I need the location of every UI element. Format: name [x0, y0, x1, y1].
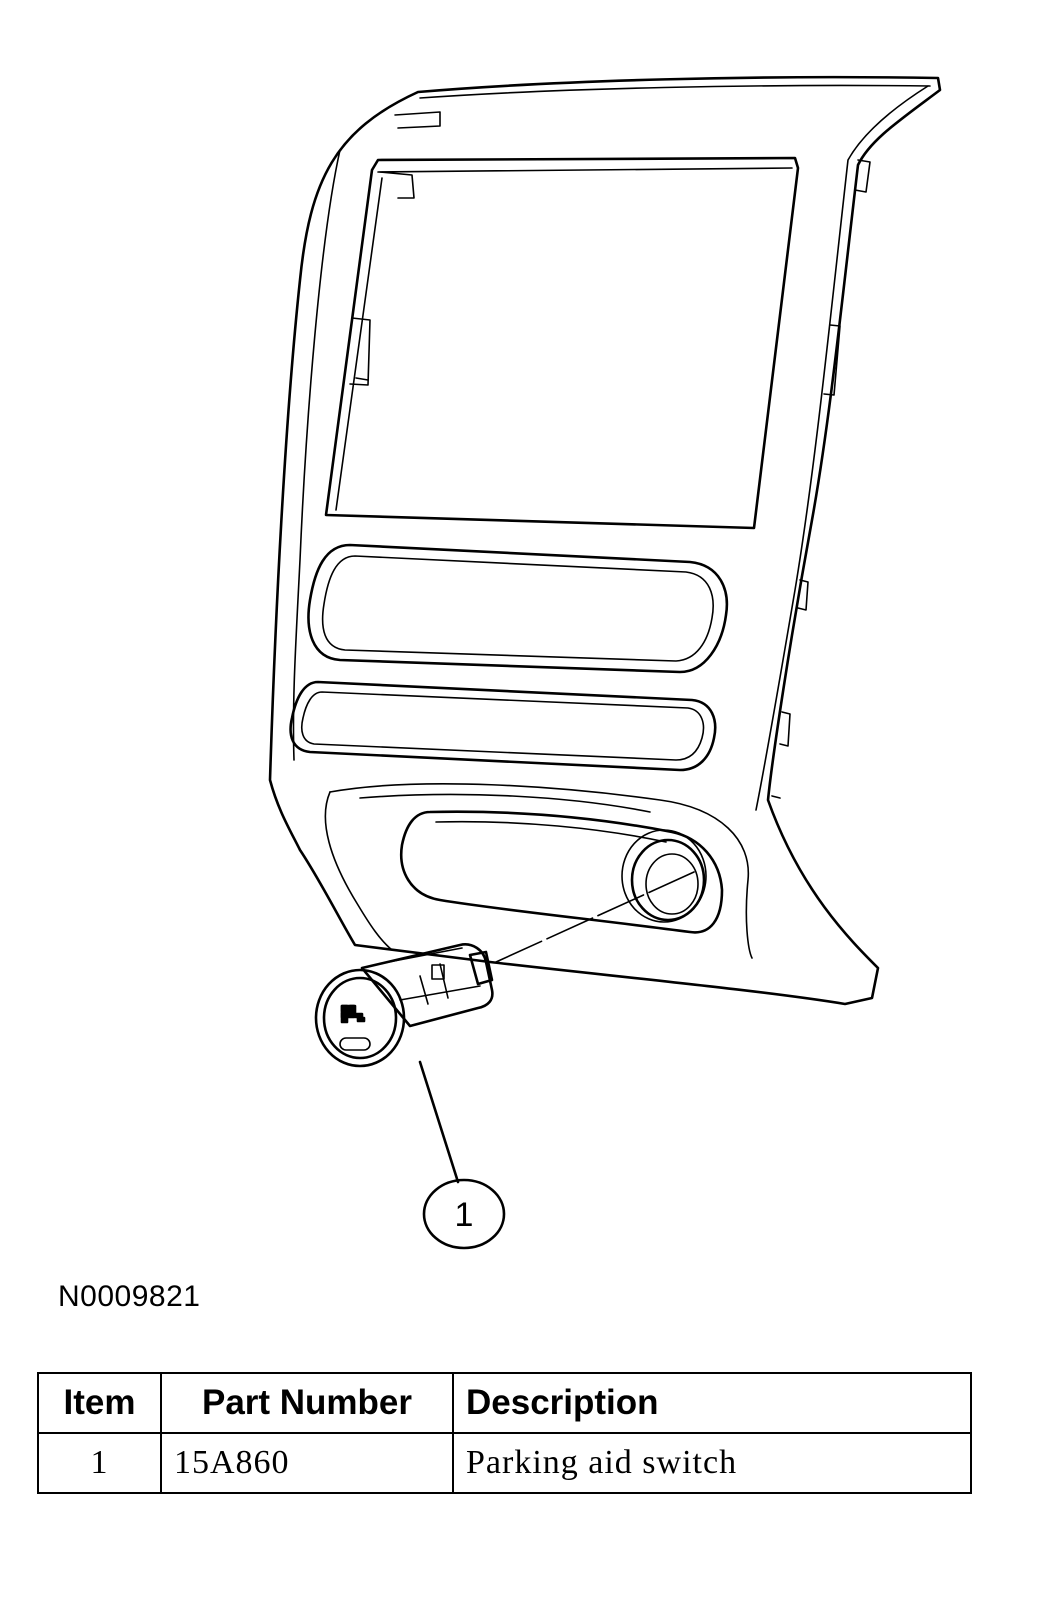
bezel-rim-line [755, 85, 929, 811]
switch-mounting-hole-inner [645, 853, 699, 915]
callout-circle [422, 1178, 506, 1250]
cell-item: 1 [37, 1432, 162, 1494]
clip-left-upper [379, 171, 415, 199]
stowage-pocket [399, 810, 724, 934]
parts-table: Item Part Number Description 1 15A860 Pa… [37, 1372, 972, 1494]
dashboard-bezel-illustration: 1 [268, 75, 942, 1250]
clip-right-4 [779, 711, 791, 747]
switch-indicator-window [339, 1037, 371, 1051]
lower-recess-left [324, 791, 393, 951]
clip-right-2 [823, 324, 841, 396]
upper-vent-slot-inner [321, 555, 714, 662]
display-inner-edge-left [335, 177, 383, 511]
switch-bezel-ring [314, 968, 406, 1068]
switch-body [360, 943, 494, 1028]
bezel-outline [268, 75, 942, 1006]
lower-recess-inner-top [359, 793, 651, 813]
bezel-top-notch [394, 111, 441, 129]
cell-part-number: 15A860 [160, 1432, 454, 1494]
switch-face [322, 976, 398, 1060]
header-description: Description [452, 1372, 972, 1434]
cell-description: Parking aid switch [452, 1432, 972, 1494]
display-inner-edge [377, 167, 793, 173]
parking-aid-symbol-icon [340, 1004, 366, 1024]
header-item: Item [37, 1372, 162, 1434]
alignment-line [495, 871, 695, 963]
switch-mounting-hole [630, 838, 706, 922]
switch-body-ridge-3 [419, 975, 429, 1005]
upper-vent-slot [307, 543, 729, 674]
switch-body-ridge-1 [377, 947, 463, 965]
switch-body-ridge-4 [439, 963, 449, 999]
switch-body-ridge-2 [399, 985, 481, 1001]
header-part-number: Part Number [160, 1372, 454, 1434]
callout-number: 1 [455, 1196, 474, 1234]
bezel-left-contour [292, 149, 341, 761]
parking-aid-switch [314, 943, 494, 1068]
switch-connector [468, 950, 494, 986]
clip-right-3 [797, 579, 809, 611]
switch-mounting-hole-rim [621, 829, 707, 923]
bezel-top-rim [419, 84, 931, 99]
lower-vent-slot [289, 680, 717, 772]
display-opening [324, 156, 800, 530]
clip-right-5 [771, 795, 781, 799]
lower-recess-outline [329, 783, 753, 959]
figure-id: N0009821 [58, 1280, 201, 1313]
table-header-row: Item Part Number Description [37, 1372, 972, 1434]
lower-vent-slot-inner [300, 691, 705, 761]
clip-left-lower [355, 377, 369, 381]
switch-tab [431, 964, 445, 980]
clip-left-mid [349, 317, 371, 386]
table-row: 1 15A860 Parking aid switch [37, 1432, 972, 1494]
clip-right-1 [854, 159, 871, 193]
callout-leader-line [418, 1060, 460, 1184]
